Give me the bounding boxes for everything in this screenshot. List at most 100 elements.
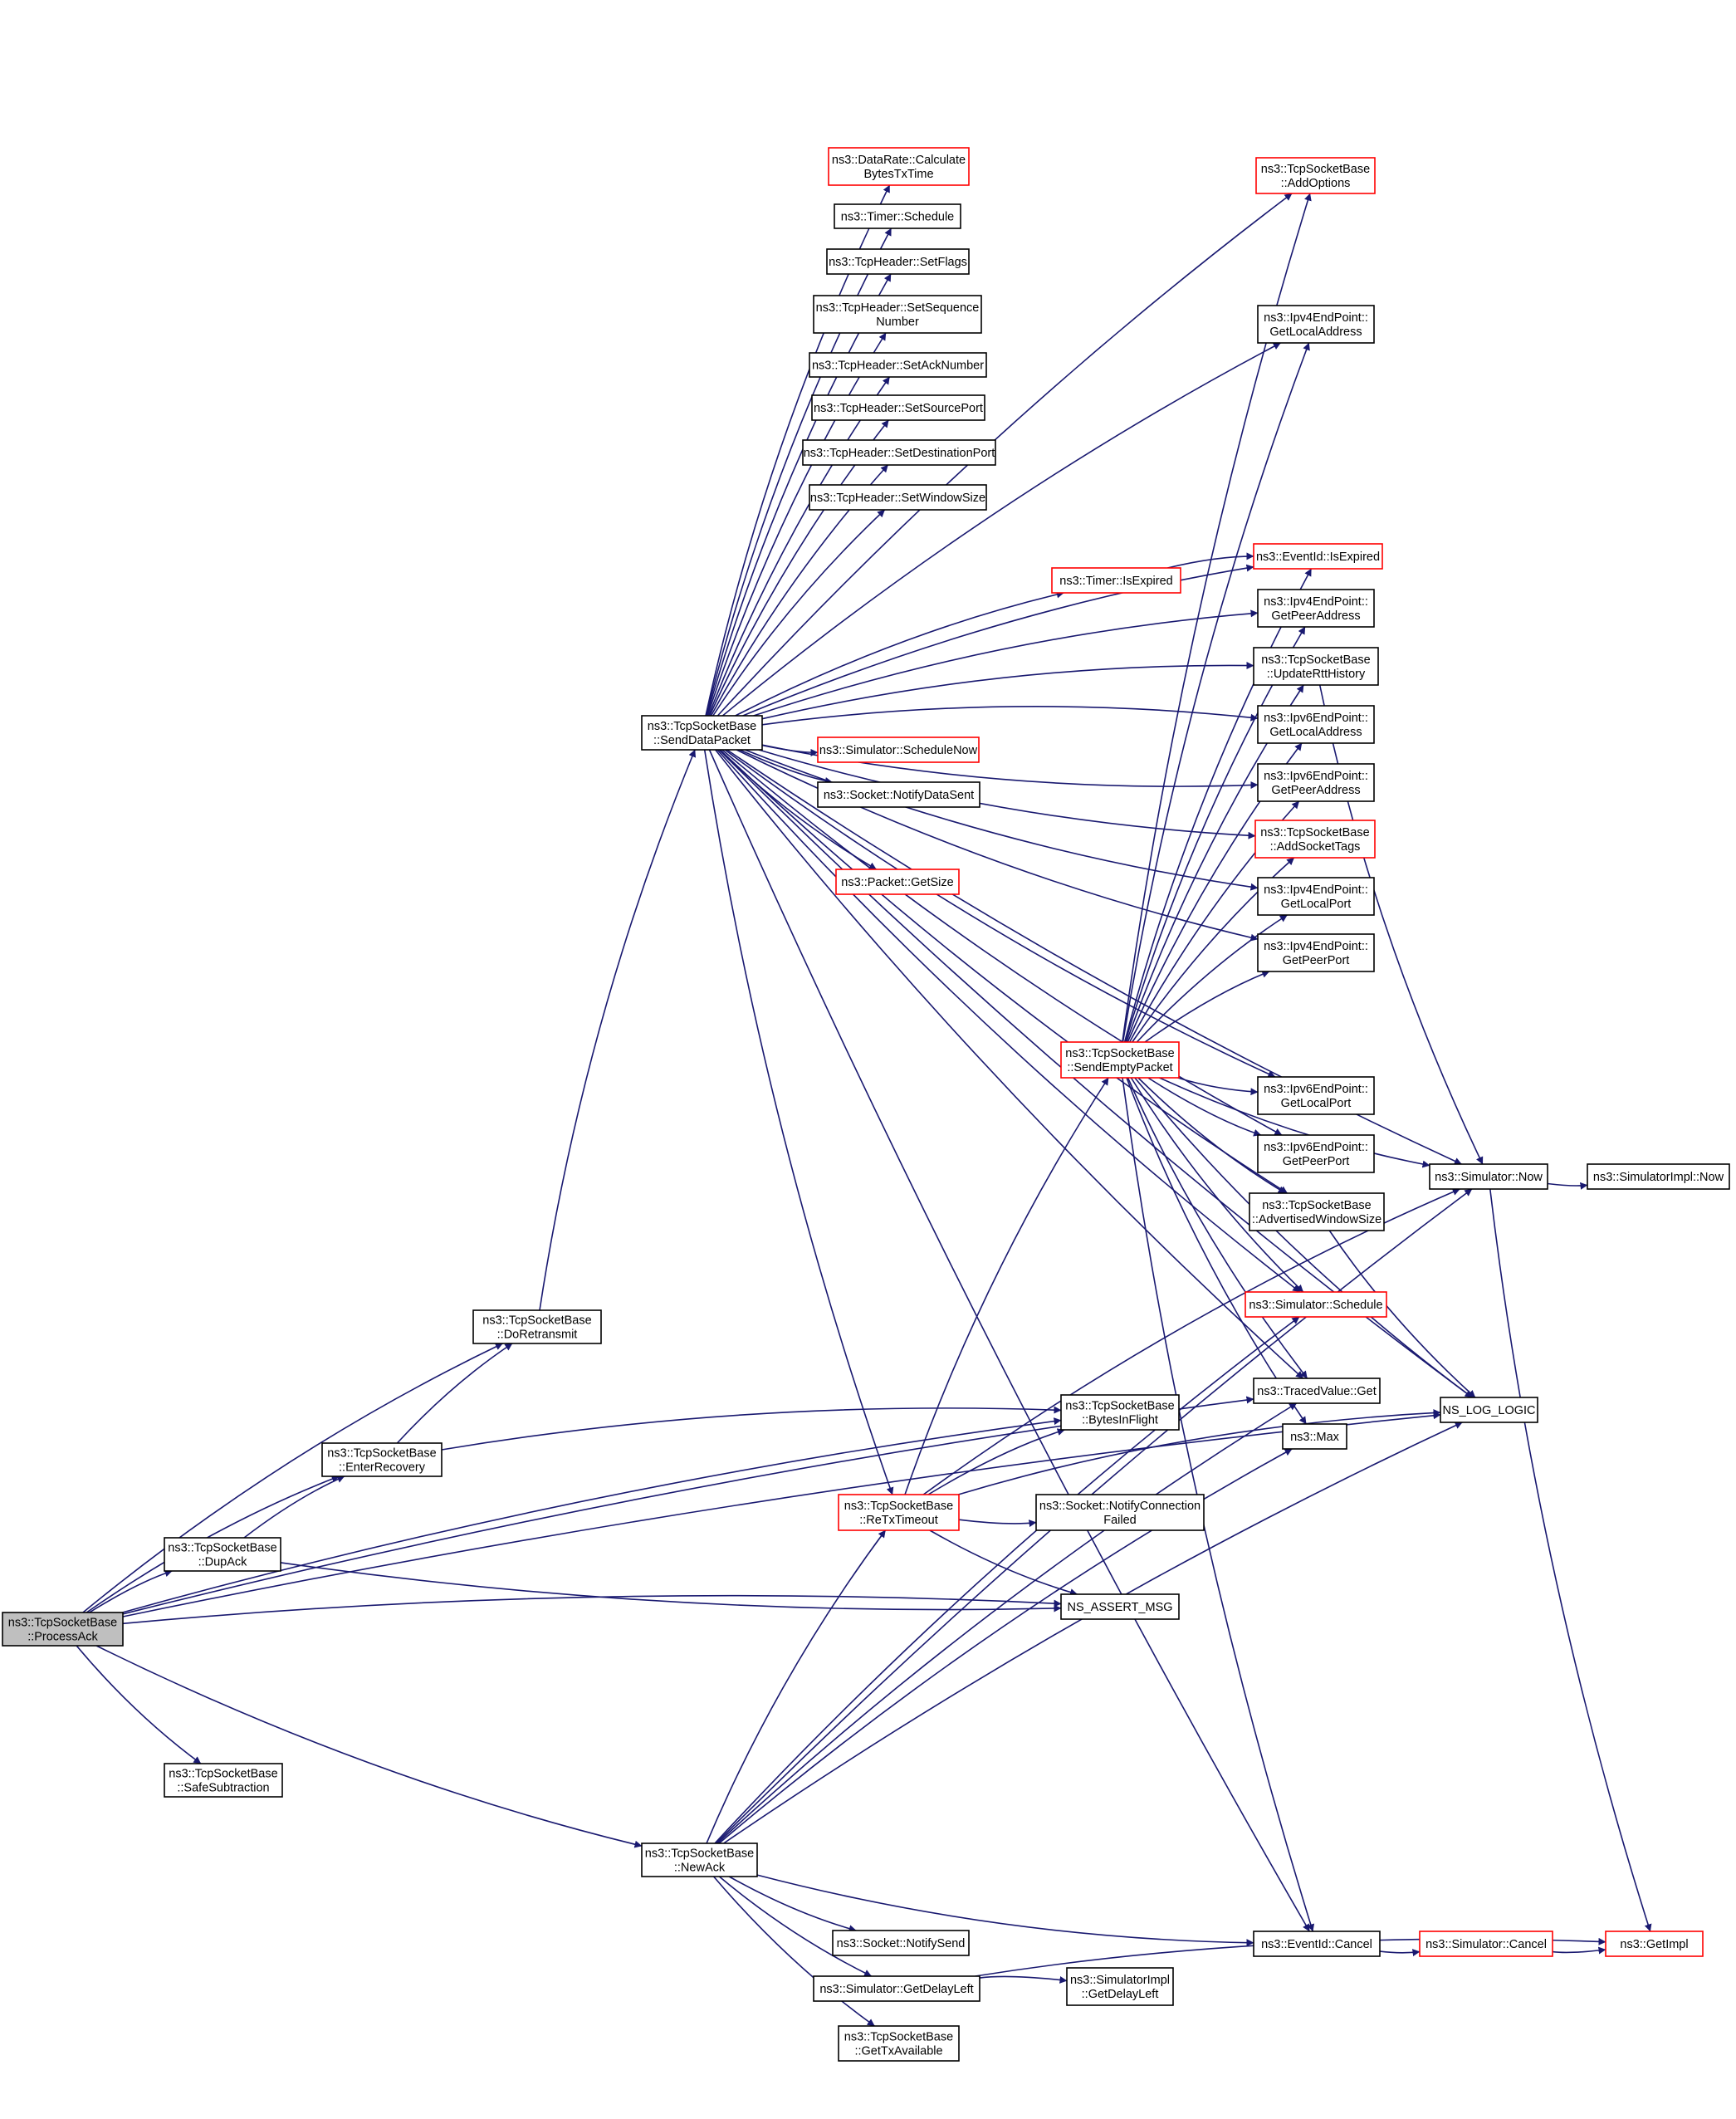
node-SetFlags[interactable]: ns3::TcpHeader::SetFlags: [826, 248, 970, 275]
node-box-NS_LOG_LOGIC[interactable]: [1440, 1397, 1538, 1423]
node-box-SendEmptyPacket[interactable]: [1060, 1041, 1180, 1079]
node-GetTxAvailable[interactable]: ns3::TcpSocketBase::GetTxAvailable: [838, 2025, 960, 2062]
node-box-TracedValueGet[interactable]: [1253, 1378, 1381, 1404]
node-AdvertisedWindowSize[interactable]: ns3::TcpSocketBase::AdvertisedWindowSize: [1249, 1192, 1385, 1231]
node-box-Ipv6GetPeerPort[interactable]: [1257, 1134, 1375, 1173]
node-ProcessAck[interactable]: ns3::TcpSocketBase::ProcessAck: [2, 1612, 124, 1647]
node-SimulatorSchedule[interactable]: ns3::Simulator::Schedule: [1245, 1291, 1387, 1318]
node-box-GetTxAvailable[interactable]: [838, 2025, 960, 2062]
node-NS_LOG_LOGIC[interactable]: NS_LOG_LOGIC: [1440, 1397, 1538, 1423]
node-box-ImplGetDelayLeft[interactable]: [1066, 1967, 1174, 2006]
node-box-Ipv4GetLocalAddress[interactable]: [1257, 305, 1375, 344]
node-box-Ipv6GetLocalAddress[interactable]: [1257, 705, 1375, 744]
node-box-ReTxTimeout[interactable]: [838, 1494, 960, 1531]
node-ImplGetDelayLeft[interactable]: ns3::SimulatorImpl::GetDelayLeft: [1066, 1967, 1174, 2006]
node-SetDestinationPort[interactable]: ns3::TcpHeader::SetDestinationPort: [802, 439, 996, 466]
node-SetSourcePort[interactable]: ns3::TcpHeader::SetSourcePort: [811, 394, 985, 421]
node-SafeSubtraction[interactable]: ns3::TcpSocketBase::SafeSubtraction: [164, 1763, 283, 1798]
node-Ipv4GetPeerAddress[interactable]: ns3::Ipv4EndPoint::GetPeerAddress: [1257, 589, 1375, 628]
node-TimerSchedule[interactable]: ns3::Timer::Schedule: [834, 203, 961, 229]
node-box-Max[interactable]: [1282, 1423, 1347, 1450]
node-box-DoRetransmit[interactable]: [472, 1309, 602, 1344]
node-TimerIsExpired[interactable]: ns3::Timer::IsExpired: [1051, 567, 1181, 594]
node-SendEmptyPacket[interactable]: ns3::TcpSocketBase::SendEmptyPacket: [1060, 1041, 1180, 1079]
node-SetAckNumber[interactable]: ns3::TcpHeader::SetAckNumber: [809, 352, 987, 378]
node-box-NotifyDataSent[interactable]: [817, 781, 980, 808]
node-box-AdvertisedWindowSize[interactable]: [1249, 1192, 1385, 1231]
node-SimulatorCancel[interactable]: ns3::Simulator::Cancel: [1419, 1931, 1553, 1957]
node-EventIdCancel[interactable]: ns3::EventId::Cancel: [1253, 1931, 1381, 1957]
node-NewAck[interactable]: ns3::TcpSocketBase::NewAck: [641, 1843, 758, 1877]
node-box-BytesInFlight[interactable]: [1060, 1394, 1180, 1431]
node-box-GetDelayLeft[interactable]: [813, 1975, 980, 2002]
node-SetWindowSize[interactable]: ns3::TcpHeader::SetWindowSize: [809, 484, 987, 511]
node-EventIdIsExpired[interactable]: ns3::EventId::IsExpired: [1253, 543, 1383, 570]
node-UpdateRttHistory[interactable]: ns3::TcpSocketBase::UpdateRttHistory: [1253, 647, 1379, 686]
node-AddOptions[interactable]: ns3::TcpSocketBase::AddOptions: [1255, 157, 1376, 194]
node-box-UpdateRttHistory[interactable]: [1253, 647, 1379, 686]
node-box-SetFlags[interactable]: [826, 248, 970, 275]
node-box-SimulatorCancel[interactable]: [1419, 1931, 1553, 1957]
node-box-SetAckNumber[interactable]: [809, 352, 987, 378]
node-box-SetSourcePort[interactable]: [811, 394, 985, 421]
node-box-GetImpl[interactable]: [1605, 1931, 1704, 1957]
node-DupAck[interactable]: ns3::TcpSocketBase::DupAck: [164, 1537, 281, 1572]
node-box-TimerSchedule[interactable]: [834, 203, 961, 229]
node-box-SendDataPacket[interactable]: [641, 715, 763, 751]
node-box-Ipv4GetPeerPort[interactable]: [1257, 933, 1375, 972]
node-box-SetWindowSize[interactable]: [809, 484, 987, 511]
node-box-TimerIsExpired[interactable]: [1051, 567, 1181, 594]
node-box-Ipv4GetPeerAddress[interactable]: [1257, 589, 1375, 628]
node-box-Ipv6GetLocalPort[interactable]: [1257, 1076, 1375, 1115]
node-ReTxTimeout[interactable]: ns3::TcpSocketBase::ReTxTimeout: [838, 1494, 960, 1531]
node-Ipv6GetLocalPort[interactable]: ns3::Ipv6EndPoint::GetLocalPort: [1257, 1076, 1375, 1115]
node-box-EnterRecovery[interactable]: [321, 1442, 443, 1477]
node-PacketGetSize[interactable]: ns3::Packet::GetSize: [835, 869, 960, 895]
node-AddSocketTags[interactable]: ns3::TcpSocketBase::AddSocketTags: [1254, 820, 1376, 859]
node-box-DupAck[interactable]: [164, 1537, 281, 1572]
node-NotifyDataSent[interactable]: ns3::Socket::NotifyDataSent: [817, 781, 980, 808]
node-GetDelayLeft[interactable]: ns3::Simulator::GetDelayLeft: [813, 1975, 980, 2002]
node-NotifySend[interactable]: ns3::Socket::NotifySend: [832, 1930, 970, 1956]
node-box-Ipv4GetLocalPort[interactable]: [1257, 877, 1375, 916]
node-Max[interactable]: ns3::Max: [1282, 1423, 1347, 1450]
node-box-EventIdCancel[interactable]: [1253, 1931, 1381, 1957]
node-box-NotifySend[interactable]: [832, 1930, 970, 1956]
node-SimulatorImplNow[interactable]: ns3::SimulatorImpl::Now: [1587, 1163, 1730, 1190]
node-EnterRecovery[interactable]: ns3::TcpSocketBase::EnterRecovery: [321, 1442, 443, 1477]
node-box-CalcBytesTxTime[interactable]: [828, 147, 970, 186]
node-Ipv4GetLocalPort[interactable]: ns3::Ipv4EndPoint::GetLocalPort: [1257, 877, 1375, 916]
node-box-PacketGetSize[interactable]: [835, 869, 960, 895]
node-SimulatorNow[interactable]: ns3::Simulator::Now: [1429, 1163, 1548, 1190]
node-Ipv6GetLocalAddress[interactable]: ns3::Ipv6EndPoint::GetLocalAddress: [1257, 705, 1375, 744]
node-Ipv6GetPeerAddress[interactable]: ns3::Ipv6EndPoint::GetPeerAddress: [1257, 763, 1375, 802]
node-box-AddOptions[interactable]: [1255, 157, 1376, 194]
node-NS_ASSERT_MSG[interactable]: NS_ASSERT_MSG: [1060, 1593, 1180, 1620]
node-box-ScheduleNow[interactable]: [817, 737, 980, 763]
node-Ipv4GetPeerPort[interactable]: ns3::Ipv4EndPoint::GetPeerPort: [1257, 933, 1375, 972]
node-box-Ipv6GetPeerAddress[interactable]: [1257, 763, 1375, 802]
node-DoRetransmit[interactable]: ns3::TcpSocketBase::DoRetransmit: [472, 1309, 602, 1344]
node-SendDataPacket[interactable]: ns3::TcpSocketBase::SendDataPacket: [641, 715, 763, 751]
node-GetImpl[interactable]: ns3::GetImpl: [1605, 1931, 1704, 1957]
node-box-SimulatorNow[interactable]: [1429, 1163, 1548, 1190]
node-Ipv4GetLocalAddress[interactable]: ns3::Ipv4EndPoint::GetLocalAddress: [1257, 305, 1375, 344]
node-ScheduleNow[interactable]: ns3::Simulator::ScheduleNow: [817, 737, 980, 763]
node-box-ProcessAck[interactable]: [2, 1612, 124, 1647]
node-Ipv6GetPeerPort[interactable]: ns3::Ipv6EndPoint::GetPeerPort: [1257, 1134, 1375, 1173]
node-box-EventIdIsExpired[interactable]: [1253, 543, 1383, 570]
node-box-SetSequenceNumber[interactable]: [813, 295, 982, 334]
node-BytesInFlight[interactable]: ns3::TcpSocketBase::BytesInFlight: [1060, 1394, 1180, 1431]
node-box-SimulatorImplNow[interactable]: [1587, 1163, 1730, 1190]
node-box-NewAck[interactable]: [641, 1843, 758, 1877]
node-TracedValueGet[interactable]: ns3::TracedValue::Get: [1253, 1378, 1381, 1404]
node-box-NS_ASSERT_MSG[interactable]: [1060, 1593, 1180, 1620]
node-box-NotifyConnectionFailed[interactable]: [1035, 1494, 1205, 1531]
node-box-SetDestinationPort[interactable]: [802, 439, 996, 466]
node-box-SimulatorSchedule[interactable]: [1245, 1291, 1387, 1318]
node-box-AddSocketTags[interactable]: [1254, 820, 1376, 859]
node-box-SafeSubtraction[interactable]: [164, 1763, 283, 1798]
